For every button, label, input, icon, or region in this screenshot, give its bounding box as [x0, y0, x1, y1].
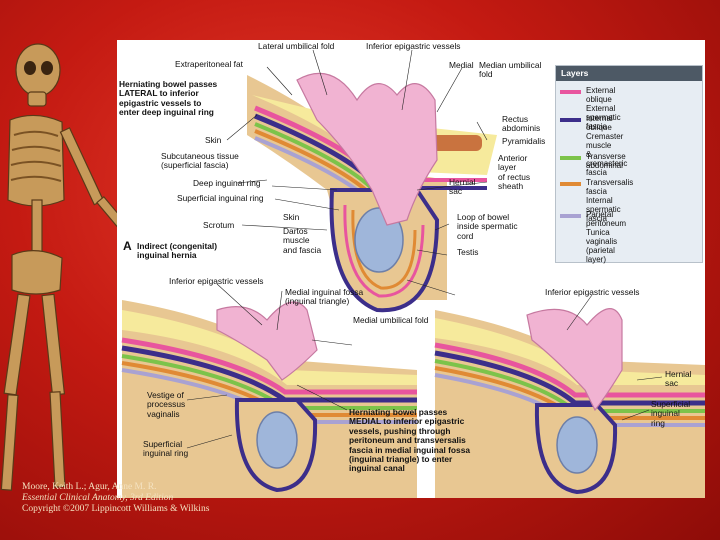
label-superficial-inguinal-ring-a: Superficial inguinal ring: [177, 194, 264, 203]
label-inferior-epigastric-vessels-b: Inferior epigastric vessels: [169, 277, 264, 286]
label-testis: Testis: [457, 248, 478, 257]
label-superficial-inguinal-ring-c: Superficial inguinal ring: [651, 400, 690, 428]
label-rectus-abdominis: Rectus abdominis: [502, 115, 540, 134]
source-credit: Moore, Keith L.; Agur, Anne M. R. Essent…: [22, 482, 209, 515]
legend-text: Transverse abdominal: [586, 152, 626, 170]
legend-text: Parietal peritoneum Tunica vaginalis (pa…: [586, 210, 626, 264]
legend-title: Layers: [556, 66, 702, 81]
label-subcutaneous-tissue: Subcutaneous tissue (superficial fascia): [161, 152, 239, 171]
label-anterior-layer: Anterior layer of rectus sheath: [498, 154, 530, 192]
credit-book-title: Essential Clinical Anatomy, 3rd Edition: [22, 493, 209, 504]
label-median-umbilical-fold: Median umbilical fold: [479, 61, 551, 80]
label-medial-umbilical-fold-b: Medial umbilical fold: [353, 316, 428, 325]
legend-swatch: [560, 214, 581, 218]
label-herniating-medial: Herniating bowel passes MEDIAL to inferi…: [349, 408, 470, 474]
label-superficial-inguinal-ring-b: Superficial inguinal ring: [143, 440, 188, 459]
panel-a-title: Indirect (congenital) inguinal hernia: [137, 242, 217, 261]
label-extraperitoneal-fat: Extraperitoneal fat: [175, 60, 243, 69]
label-loop-of-bowel: Loop of bowel inside spermatic cord: [457, 213, 518, 241]
label-hernial-sac-c: Hernial sac: [665, 370, 692, 389]
label-deep-inguinal-ring: Deep inguinal ring: [193, 179, 261, 188]
credit-copyright: Copyright ©2007 Lippincott Williams & Wi…: [22, 504, 209, 515]
label-skin-scrotal: Skin: [283, 213, 299, 222]
label-pyramidalis: Pyramidalis: [502, 137, 545, 146]
label-vestige-processus-vaginalis: Vestige of processus vaginalis: [147, 391, 185, 419]
label-lateral-umbilical-fold: Lateral umbilical fold: [258, 42, 334, 51]
credit-authors: Moore, Keith L.; Agur, Anne M. R.: [22, 482, 209, 493]
label-dartos: Dartos muscle and fascia: [283, 227, 321, 255]
panel-a-letter: A: [123, 240, 132, 252]
legend-swatch: [560, 156, 581, 160]
label-hernial-sac-a: Hernial sac: [449, 178, 476, 197]
label-skin: Skin: [205, 136, 221, 145]
layers-legend: Layers External oblique External spermat…: [555, 65, 703, 263]
figure-panel: Lateral umbilical fold Inferior epigastr…: [117, 40, 705, 498]
legend-swatch: [560, 118, 581, 122]
legend-swatch: [560, 90, 581, 94]
legend-swatch: [560, 182, 581, 186]
label-herniating-lateral: Herniating bowel passes LATERAL to infer…: [119, 80, 217, 118]
label-inferior-epigastric-vessels-a: Inferior epigastric vessels: [366, 42, 461, 51]
label-medial: Medial: [449, 61, 474, 70]
label-inferior-epigastric-vessels-c: Inferior epigastric vessels: [545, 288, 640, 297]
label-medial-inguinal-fossa: Medial inguinal fossa (inguinal triangle…: [285, 288, 363, 307]
label-scrotum: Scrotum: [203, 221, 234, 230]
